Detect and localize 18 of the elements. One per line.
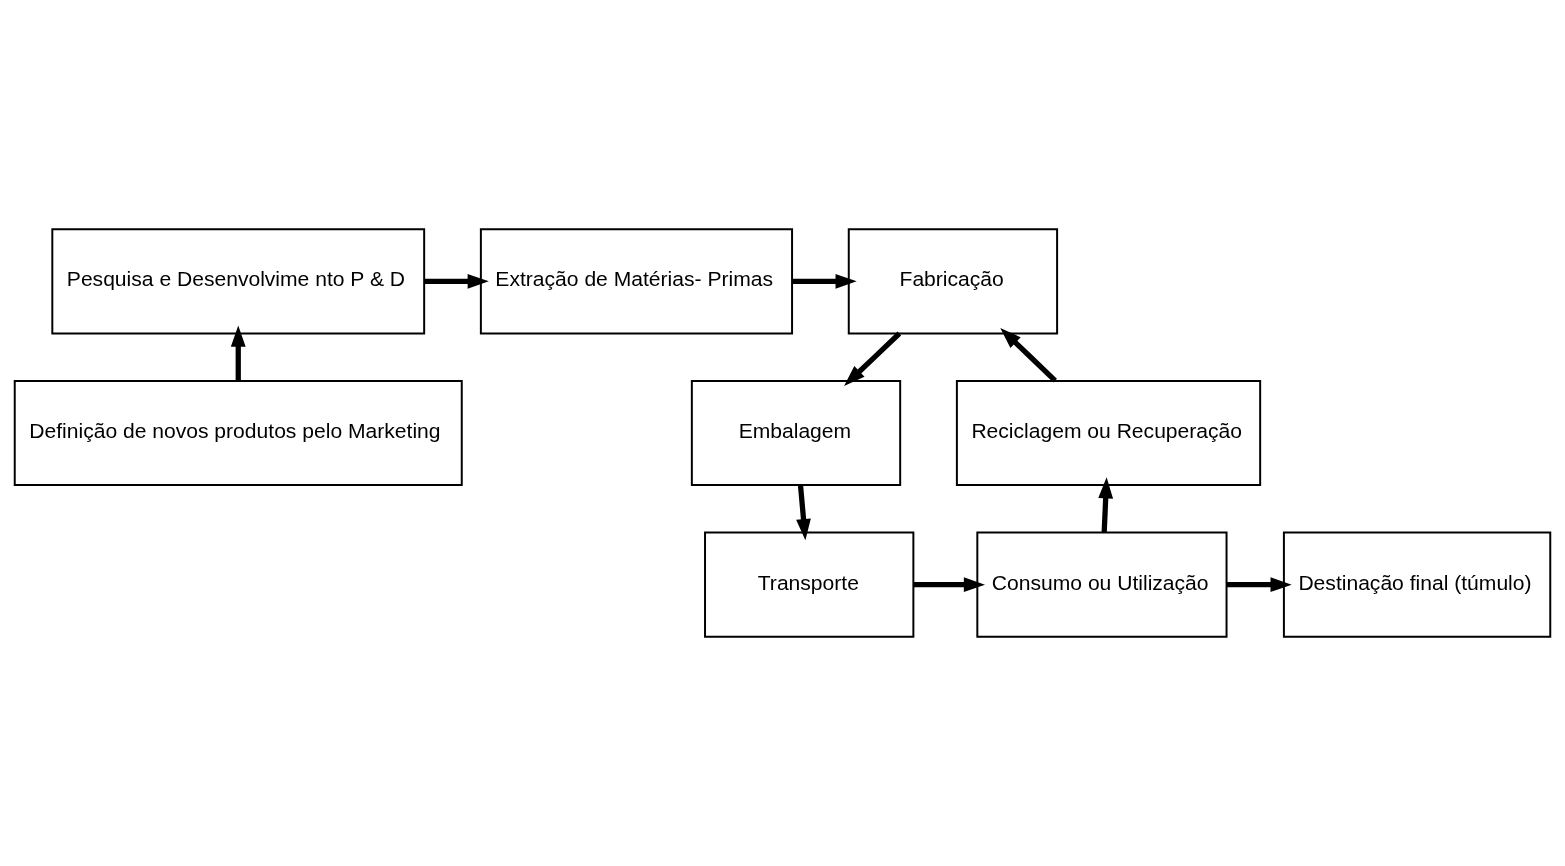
arrow (796, 484, 811, 541)
arrow (424, 273, 489, 289)
arrow (844, 331, 902, 387)
arrow (1000, 328, 1057, 383)
arrow (1098, 477, 1114, 533)
node-box: Pesquisa e Desenvolvime nto P & D (51, 228, 426, 335)
arrow (230, 325, 246, 381)
node-box: Embalagem (690, 379, 902, 487)
node-box: Fabricação (847, 228, 1059, 335)
arrow (1226, 577, 1292, 593)
node-box: Destinação final (túmulo) (1282, 531, 1552, 638)
node-box: Reciclagem ou Recuperação (955, 379, 1262, 487)
arrow (913, 577, 985, 593)
node-box: Transporte (704, 531, 915, 638)
arrow (792, 273, 857, 289)
node-box: Definição de novos produtos pelo Marketing (13, 379, 463, 487)
node-box: Consumo ou Utilização (976, 531, 1228, 638)
node-box: Extração de Matérias- Primas (479, 228, 794, 335)
